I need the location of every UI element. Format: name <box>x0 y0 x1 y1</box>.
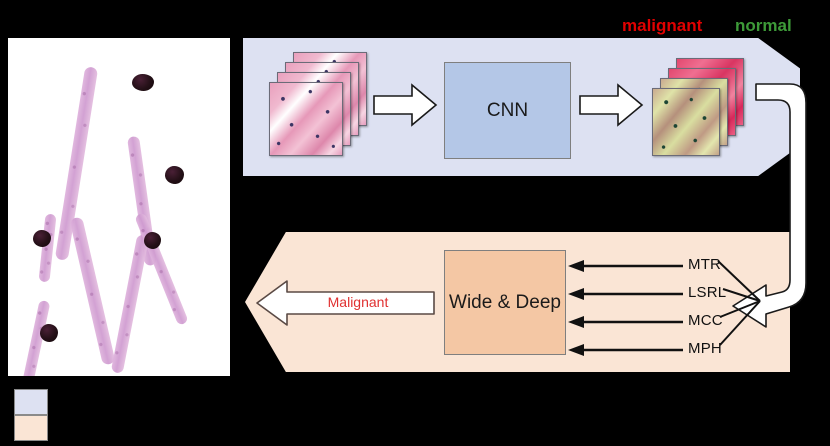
wide-deep-model-label: Wide & Deep <box>449 291 561 313</box>
ink-mark <box>33 230 51 247</box>
feature-label-lsrl: LSRL <box>688 284 727 301</box>
ink-mark <box>40 324 58 342</box>
input-patch-tile <box>269 82 343 156</box>
cnn-model-box[interactable]: CNN <box>444 62 571 159</box>
ink-mark <box>165 166 184 184</box>
tissue-core <box>38 213 57 283</box>
class-label-normal: normal <box>735 16 792 35</box>
feature-label-mcc: MCC <box>688 312 723 329</box>
ink-mark <box>132 74 154 91</box>
feature-label-mtr: MTR <box>688 256 722 273</box>
feature-label-mph: MPH <box>688 340 722 357</box>
ink-mark <box>144 232 161 249</box>
prediction-label: Malignant <box>327 294 389 310</box>
tissue-core <box>69 216 116 366</box>
whole-slide-image <box>8 38 230 376</box>
tissue-core <box>110 234 150 374</box>
legend-swatch-cnn-stage <box>14 389 48 415</box>
classified-patch-tile-normal <box>652 88 720 156</box>
wide-deep-model-box[interactable]: Wide & Deep <box>444 250 566 355</box>
legend-swatch-wide-deep-stage <box>14 415 48 441</box>
class-label-malignant: malignant <box>622 16 703 35</box>
cnn-model-label: CNN <box>486 99 529 121</box>
